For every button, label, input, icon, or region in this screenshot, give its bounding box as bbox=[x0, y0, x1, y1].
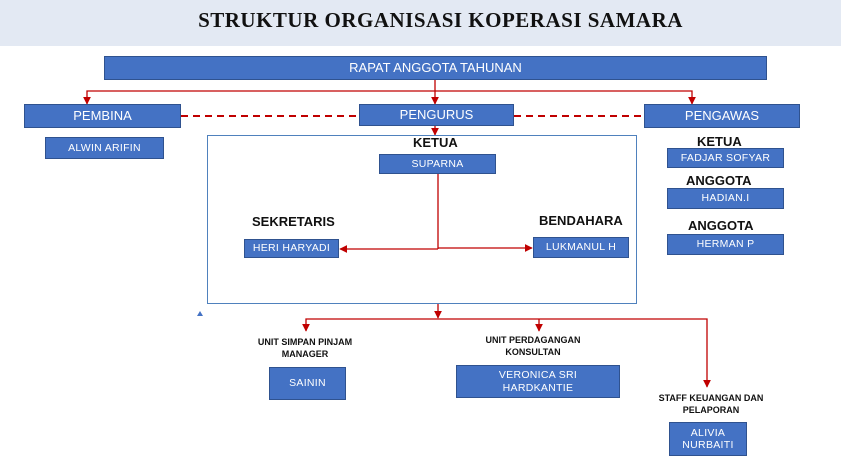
node-ketua-name: SUPARNA bbox=[379, 154, 496, 174]
node-pengawas-anggota-1-name: HADIAN.I bbox=[667, 188, 784, 209]
label-pengawas-anggota-1: ANGGOTA bbox=[686, 173, 752, 188]
label-ketua: KETUA bbox=[413, 135, 458, 150]
node-pembina: PEMBINA bbox=[24, 104, 181, 128]
node-pengawas-ketua-name: FADJAR SOFYAR bbox=[667, 148, 784, 168]
label-unit-simpan-line-2: MANAGER bbox=[281, 348, 329, 359]
node-bendahara-name: LUKMANUL H bbox=[533, 237, 629, 258]
node-unit-dagang-name: VERONICA SRI HARDKANTIE bbox=[456, 365, 620, 398]
connector-to-unit-simpan bbox=[302, 318, 438, 332]
node-staff-name-line-1: ALIVIA bbox=[690, 426, 726, 439]
page-title: STRUKTUR ORGANISASI KOPERASI SAMARA bbox=[198, 8, 683, 32]
node-unit-simpan-name: SAININ bbox=[269, 367, 346, 400]
node-pengawas: PENGAWAS bbox=[644, 104, 800, 128]
node-pembina-name: ALWIN ARIFIN bbox=[45, 137, 164, 159]
label-staff-line-1: STAFF KEUANGAN DAN bbox=[658, 393, 764, 403]
title-band bbox=[0, 0, 841, 46]
node-staff-name: ALIVIA NURBAITI bbox=[669, 422, 747, 456]
connector-rapat-pengawas bbox=[435, 90, 696, 105]
node-staff-name-line-2: NURBAITI bbox=[682, 439, 734, 451]
triangle-marker-icon bbox=[197, 311, 203, 316]
label-unit-simpan-line-1: UNIT SIMPAN PINJAM bbox=[257, 337, 353, 347]
label-bendahara: BENDAHARA bbox=[539, 213, 623, 228]
label-pengawas-anggota-2: ANGGOTA bbox=[688, 218, 754, 233]
label-staff-line-2: PELAPORAN bbox=[682, 404, 740, 415]
label-unit-perdagangan: UNIT PERDAGANGAN KONSULTAN bbox=[476, 335, 590, 358]
connector-rapat-pembina bbox=[83, 90, 435, 105]
node-sekretaris-name: HERI HARYADI bbox=[244, 239, 339, 258]
node-unit-dagang-name-line-1: VERONICA SRI bbox=[498, 369, 578, 382]
label-unit-simpan-pinjam: UNIT SIMPAN PINJAM MANAGER bbox=[250, 337, 360, 360]
connector-to-staff bbox=[438, 318, 711, 388]
label-staff-keuangan: STAFF KEUANGAN DAN PELAPORAN bbox=[652, 393, 770, 416]
node-pengawas-anggota-2-name: HERMAN P bbox=[667, 234, 784, 255]
node-rapat-anggota-tahunan: RAPAT ANGGOTA TAHUNAN bbox=[104, 56, 767, 80]
label-pengawas-ketua: KETUA bbox=[697, 134, 742, 149]
label-sekretaris: SEKRETARIS bbox=[252, 214, 335, 229]
node-unit-dagang-name-line-2: HARDKANTIE bbox=[502, 381, 574, 394]
label-unit-dagang-line-2: KONSULTAN bbox=[505, 346, 561, 357]
label-unit-dagang-line-1: UNIT PERDAGANGAN bbox=[485, 335, 581, 345]
pengurus-frame bbox=[207, 135, 637, 304]
node-pengurus: PENGURUS bbox=[359, 104, 514, 126]
